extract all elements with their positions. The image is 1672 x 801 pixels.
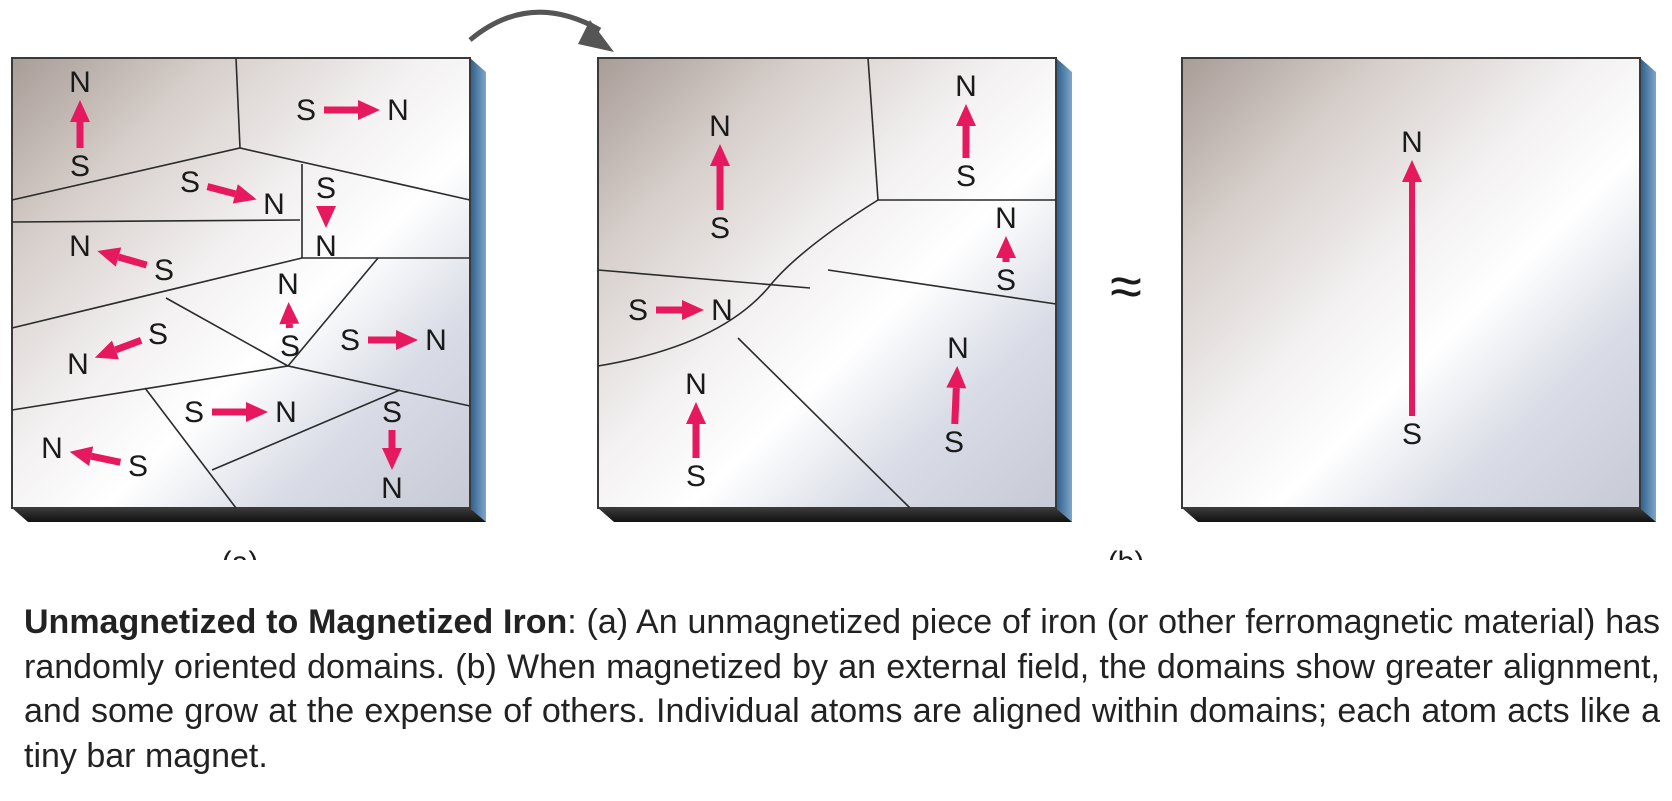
magnet-arrow-head — [232, 184, 257, 204]
north-pole-label: N — [381, 472, 403, 505]
magnet-arrow-head — [956, 104, 976, 126]
domain-magnet: SN — [1401, 126, 1423, 451]
north-pole-label: N — [425, 324, 447, 357]
magnet-arrow-shaft — [206, 183, 237, 198]
north-pole-label: N — [711, 294, 733, 327]
domain-magnet: SN — [41, 432, 148, 483]
south-pole-label: S — [382, 396, 402, 429]
domain-magnet: SN — [277, 268, 300, 363]
north-pole-label: N — [275, 396, 297, 429]
north-pole-label: N — [69, 66, 91, 99]
north-pole-label: N — [69, 230, 91, 263]
south-pole-label: S — [154, 254, 174, 287]
magnet-arrow-head — [69, 446, 94, 466]
magnet-arrow-head — [682, 300, 704, 320]
caption-body: : (a) An unmagnetized piece of iron (or … — [24, 603, 1661, 775]
transition-arrow — [468, 9, 614, 52]
magnet-arrow-shaft — [90, 452, 122, 466]
caption-title: Unmagnetized to Magnetized Iron — [24, 603, 568, 641]
north-pole-label: N — [387, 94, 409, 127]
south-pole-label: S — [70, 150, 90, 183]
north-pole-label: N — [995, 202, 1017, 235]
north-pole-label: N — [685, 368, 707, 401]
figure-caption: Unmagnetized to Magnetized Iron: (a) An … — [24, 600, 1660, 778]
domain-magnet: SN — [995, 202, 1017, 297]
magnet-arrow-shaft — [951, 387, 960, 425]
magnet-arrow-head — [710, 144, 730, 166]
approximately-equal-symbol: ≈ — [1110, 254, 1142, 319]
north-pole-label: N — [955, 70, 977, 103]
north-pole-label: N — [41, 432, 63, 465]
domain-magnet: SN — [180, 166, 285, 221]
panel-a-label: (a) — [222, 546, 259, 560]
magnet-arrow-shaft — [114, 337, 143, 354]
south-pole-label: S — [128, 450, 148, 483]
magnet-arrow-head — [996, 236, 1016, 258]
panel-b-iron-block — [597, 57, 1072, 522]
south-pole-label: S — [710, 212, 730, 245]
south-pole-label: S — [280, 330, 300, 363]
domain-magnet: SN — [955, 70, 977, 193]
magnet-arrow-head — [358, 100, 380, 120]
north-pole-label: N — [277, 268, 299, 301]
south-pole-label: S — [316, 172, 336, 205]
south-pole-label: S — [1402, 418, 1422, 451]
magnet-arrow-shaft — [117, 253, 148, 269]
domain-magnet: SN — [69, 66, 91, 183]
south-pole-label: S — [184, 396, 204, 429]
south-pole-label: S — [686, 460, 706, 493]
south-pole-label: S — [180, 166, 200, 199]
domain-magnet: SN — [685, 368, 707, 493]
domain-magnet: SN — [67, 318, 168, 381]
magnet-arrow-head — [686, 402, 706, 424]
magnet-arrow-head — [70, 100, 90, 122]
south-pole-label: S — [340, 324, 360, 357]
magnet-arrow-head — [396, 330, 418, 350]
north-pole-label: N — [67, 348, 89, 381]
magnet-arrow-head — [94, 340, 119, 360]
domain-magnet: SN — [381, 396, 403, 505]
domain-walls-b — [597, 57, 1057, 509]
magnet-arrow-head — [279, 301, 300, 325]
south-pole-label: S — [944, 426, 964, 459]
domain-magnet: SN — [69, 230, 174, 287]
domain-magnet: SN — [315, 172, 337, 263]
north-pole-label: N — [1401, 126, 1423, 159]
magnet-arrow-head — [97, 247, 122, 267]
north-pole-label: N — [947, 332, 969, 365]
magnet-arrow-head — [382, 448, 402, 470]
south-pole-label: S — [296, 94, 316, 127]
north-pole-label: N — [315, 230, 337, 263]
south-pole-label: S — [628, 294, 648, 327]
north-pole-label: N — [263, 188, 285, 221]
south-pole-label: S — [148, 318, 168, 351]
domain-magnet: SN — [944, 332, 969, 459]
magnet-arrow-head — [946, 365, 967, 389]
magnet-arrow-head — [316, 206, 336, 228]
domain-walls-a — [11, 57, 471, 509]
panel-b-label: (b) — [1108, 546, 1145, 560]
north-pole-label: N — [709, 110, 731, 143]
magnet-arrow-head — [1402, 160, 1422, 182]
domain-magnet: SN — [709, 110, 731, 245]
south-pole-label: S — [956, 160, 976, 193]
magnet-arrow-head — [246, 402, 268, 422]
south-pole-label: S — [996, 264, 1016, 297]
